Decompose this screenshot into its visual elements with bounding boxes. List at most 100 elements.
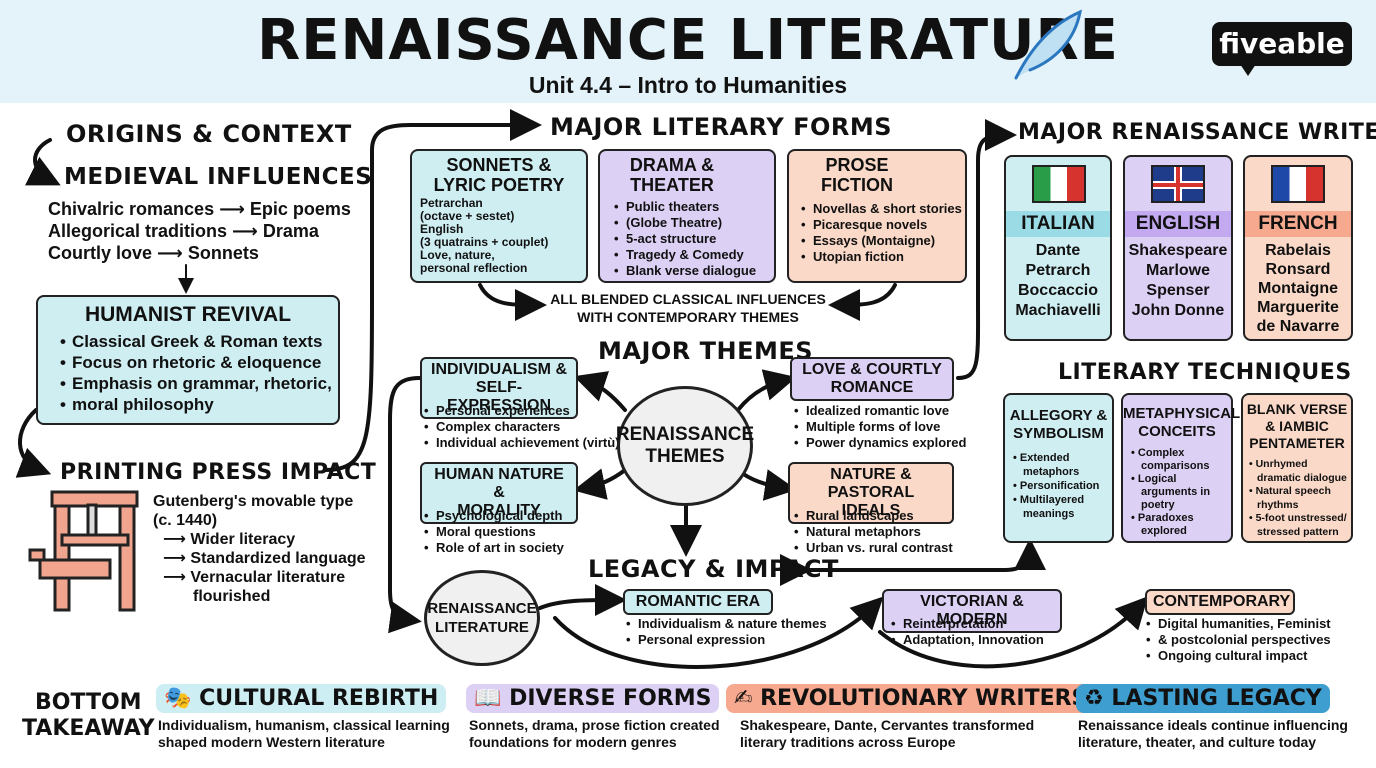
- list-item: Idealized romantic love: [794, 403, 966, 419]
- influence-row: Chivalric romances ⟶ Epic poems: [48, 199, 351, 219]
- technique-title: ALLEGORY &SYMBOLISM: [1009, 407, 1108, 442]
- list-item: Individual achievement (virtù): [424, 435, 620, 451]
- list-item: Personal experiences: [424, 403, 620, 419]
- drama-box: DRAMA &THEATER Public theaters (Globe Th…: [598, 149, 776, 283]
- influence-row: Courtly love ⟶ Sonnets: [48, 243, 259, 263]
- printing-title: PRINTING PRESS IMPACT: [60, 460, 377, 485]
- techniques-title: LITERARY TECHNIQUES: [1058, 360, 1352, 385]
- humanist-title: HUMANIST REVIVAL: [84, 303, 292, 326]
- page-title: RENAISSANCE LITERATURE: [257, 8, 1119, 73]
- book-icon: 📖: [474, 686, 502, 711]
- romantic-list: Individualism & nature themes Personal e…: [626, 616, 827, 648]
- list-item: Reinterpretation: [891, 616, 1044, 632]
- romantic-era-pill: ROMANTIC ERA: [623, 589, 773, 615]
- human-nature-list: Psychological depth Moral questions Role…: [424, 508, 564, 556]
- humanist-box: HUMANIST REVIVAL Classical Greek & Roman…: [36, 295, 340, 425]
- takeaway-diverse-forms: 📖 DIVERSE FORMS: [466, 684, 720, 713]
- contemporary-pill: CONTEMPORARY: [1145, 589, 1295, 615]
- forms-title: MAJOR LITERARY FORMS: [550, 113, 893, 141]
- medieval-title: MEDIEVAL INFLUENCES: [64, 164, 373, 190]
- nature-list: Rural landscapes Natural metaphors Urban…: [794, 508, 953, 556]
- drama-list: Public theaters (Globe Theatre) 5-act st…: [614, 199, 774, 279]
- list-item: Power dynamics explored: [794, 435, 966, 451]
- takeaway-text: Shakespeare, Dante, Cervantes transforme…: [740, 717, 1035, 750]
- list-item: Moral questions: [424, 524, 564, 540]
- uk-flag-icon: [1151, 165, 1205, 203]
- recycle-icon: ♻: [1084, 686, 1104, 711]
- writers-label: ENGLISH: [1125, 211, 1231, 237]
- list-item: Digital humanities, Feminist: [1146, 616, 1331, 632]
- list-item: 5-act structure: [614, 231, 774, 247]
- page-subtitle: Unit 4.4 – Intro to Humanities: [528, 72, 848, 98]
- quill-icon: [1014, 9, 1082, 80]
- pen-icon: ✍: [734, 686, 753, 711]
- love-list: Idealized romantic love Multiple forms o…: [794, 403, 966, 451]
- list-item: Complex characters: [424, 419, 620, 435]
- writers-label: ITALIAN: [1006, 211, 1110, 237]
- theater-masks-icon: 🎭: [164, 686, 192, 711]
- list-item: Psychological depth: [424, 508, 564, 524]
- list-item: Urban vs. rural contrast: [794, 540, 953, 556]
- list-item: Multiple forms of love: [794, 419, 966, 435]
- italy-flag-icon: [1032, 165, 1086, 203]
- prose-list: Novellas & short stories Picaresque nove…: [801, 201, 965, 265]
- list-item: Classical Greek & Roman texts: [60, 331, 338, 352]
- printing-desc: Gutenberg's movable type (c. 1440): [153, 493, 354, 529]
- victorian-list: Reinterpretation Adaptation, Innovation: [891, 616, 1044, 648]
- contemporary-list: Digital humanities, Feminist & postcolon…: [1146, 616, 1331, 664]
- list-item: Adaptation, Innovation: [891, 632, 1044, 648]
- takeaway-text: Individualism, humanism, classical learn…: [158, 717, 450, 750]
- legacy-title: LEGACY & IMPACT: [588, 555, 839, 583]
- list-item: Public theaters: [614, 199, 774, 215]
- list-item: Ongoing cultural impact: [1146, 648, 1331, 664]
- takeaway-cultural-rebirth: 🎭 CULTURAL REBIRTH: [156, 684, 447, 713]
- writers-title: MAJOR RENAISSANCE WRITERS: [1018, 120, 1376, 145]
- list-item: Emphasis on grammar, rhetoric,: [60, 373, 338, 394]
- takeaway-revolutionary-writers: ✍ REVOLUTIONARY WRITERS: [726, 684, 1096, 713]
- list-item: Personal expression: [626, 632, 827, 648]
- humanist-list: Classical Greek & Roman texts Focus on r…: [60, 331, 338, 415]
- logo-tail-icon: [1240, 64, 1256, 76]
- list-item: Novellas & short stories: [801, 201, 965, 217]
- list-item: Blank verse dialogue: [614, 263, 774, 279]
- list-item: Focus on rhetoric & eloquence: [60, 352, 338, 373]
- list-item: Individualism & nature themes: [626, 616, 827, 632]
- sonnets-box: SONNETS &LYRIC POETRY Petrarchan(octave …: [410, 149, 588, 283]
- origins-title: ORIGINS & CONTEXT: [66, 120, 352, 148]
- list-item: Natural metaphors: [794, 524, 953, 540]
- list-item: (Globe Theatre): [614, 215, 774, 231]
- list-item: Rural landscapes: [794, 508, 953, 524]
- printing-list: ⟶ Wider literacy ⟶ Standardized language…: [163, 531, 366, 605]
- france-flag-icon: [1271, 165, 1325, 203]
- list-item: Tragedy & Comedy: [614, 247, 774, 263]
- list-item: Utopian fiction: [801, 249, 965, 265]
- sonnets-details: Petrarchan(octave + sestet)English(3 qua…: [420, 196, 549, 275]
- printing-press-icon: [28, 490, 139, 612]
- list-item: Essays (Montaigne): [801, 233, 965, 249]
- writers-label: FRENCH: [1245, 211, 1351, 237]
- fiveable-logo[interactable]: fiveable: [1212, 22, 1352, 66]
- takeaway-lasting-legacy: ♻ LASTING LEGACY: [1076, 684, 1330, 713]
- individualism-list: Personal experiences Complex characters …: [424, 403, 620, 451]
